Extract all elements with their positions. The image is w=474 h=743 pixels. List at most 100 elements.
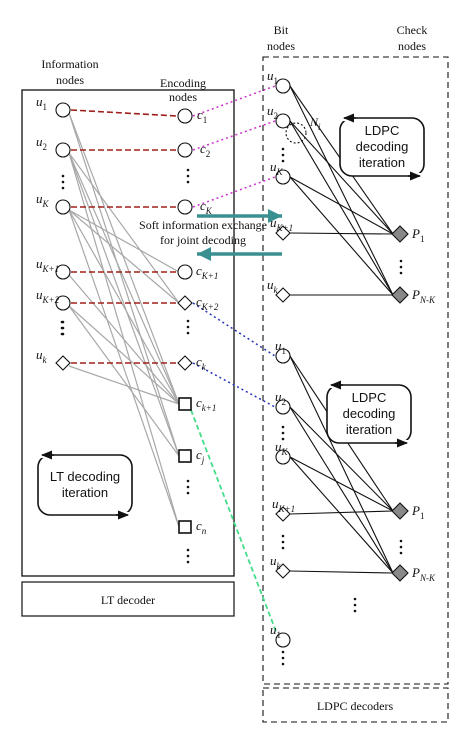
- information-node: [55, 199, 71, 215]
- nodes-layer: [55, 78, 409, 648]
- ldpc-decoders-frame: [262, 56, 449, 685]
- ellipsis-dots-0: [186, 548, 190, 552]
- encoding-node-square: [178, 449, 192, 463]
- information-node-label: uK+1: [36, 256, 59, 274]
- encoding-node: [177, 264, 193, 280]
- ldpc-top-edge: [289, 232, 394, 235]
- bit-node: [275, 563, 291, 579]
- ldpc-top-edge: [289, 85, 394, 296]
- bit-nodes-header-line2: nodes: [267, 39, 295, 53]
- ellipsis-dots-1: [186, 325, 190, 329]
- bit-nodes-header-line1: Bit: [274, 23, 289, 37]
- bit-node: [275, 632, 291, 648]
- ellipsis-dots-1: [281, 153, 285, 157]
- ldpc-bottom-iteration-line: iteration: [346, 422, 392, 437]
- encoding-node: [177, 142, 193, 158]
- bit-node-label: u1: [267, 68, 278, 86]
- extras-layer: LDPCdecodingiterationLDPCdecodingiterati…: [36, 113, 426, 666]
- ellipsis-dots-2: [186, 180, 190, 184]
- ellipsis-dots-2: [61, 186, 65, 190]
- bit-node-label: uK+1: [272, 496, 295, 514]
- exchange-arrow-right-head: [268, 209, 282, 223]
- lt-decoder-label: LT decoder: [101, 593, 155, 607]
- information-node: [55, 295, 71, 311]
- information-node-label: u1: [36, 94, 47, 112]
- bit-node: [275, 399, 291, 415]
- ellipsis-dots-1: [281, 431, 285, 435]
- lt-graph-edge: [68, 152, 180, 304]
- ldpc-bottom-edge: [289, 456, 394, 512]
- lt-decoder-label-box: [21, 581, 235, 617]
- ldpc-bottom-iteration-frame: [326, 384, 412, 444]
- check-nodes-header-line1: Check: [397, 23, 428, 37]
- ldpc-decoders-label-box: [262, 687, 449, 723]
- bit-node-label: u2: [267, 103, 278, 121]
- information-node-label: uk: [36, 347, 48, 365]
- bit-node: [275, 287, 291, 303]
- lt-graph-edge: [68, 112, 180, 405]
- encoding-node-square: [178, 520, 192, 534]
- ellipsis-dots-2: [186, 331, 190, 335]
- ni-neighborhood-ring: [285, 122, 307, 144]
- ldpc-top-edge: [289, 176, 394, 296]
- information-node: [55, 102, 71, 118]
- ldpc-bottom-edge: [289, 406, 394, 574]
- ellipsis-dots-2: [353, 609, 357, 613]
- ellipsis-dots-1: [186, 554, 190, 558]
- ellipsis-dots-1: [281, 656, 285, 660]
- bit-node-label: uK+1: [270, 215, 293, 233]
- ellipsis-dots-0: [186, 319, 190, 323]
- check-node: [391, 286, 409, 304]
- bit-node-label: u1: [275, 338, 286, 356]
- ldpc-decoders-label: LDPC decoders: [317, 699, 394, 713]
- bit-node-label: u1: [270, 622, 281, 640]
- check-nodes-header-line2: nodes: [398, 39, 426, 53]
- ellipsis-dots-0: [399, 539, 403, 543]
- ellipsis-dots-1: [281, 540, 285, 544]
- encoding-node-label: c2: [200, 141, 210, 159]
- lt-decoder-frame: [21, 89, 235, 577]
- bit-node: [275, 506, 291, 522]
- bit-node: [275, 78, 291, 94]
- encoding-node: [177, 199, 193, 215]
- ellipsis-dots-0: [60, 320, 64, 324]
- ellipsis-dots-1: [186, 485, 190, 489]
- ldpc-top-iteration-line: decoding: [356, 139, 409, 154]
- lt-iteration-frame: [37, 454, 133, 516]
- lt-iteration-line: LT decoding: [50, 469, 120, 484]
- bit-node: [275, 449, 291, 465]
- encoding-node-label: ck: [196, 354, 207, 372]
- ellipsis-dots-0: [281, 650, 285, 654]
- check-node-label: PN-K: [411, 565, 436, 583]
- lt-graph-edge: [68, 305, 180, 457]
- bit-node: [275, 169, 291, 185]
- bit-node-label: u2: [275, 389, 286, 407]
- ellipsis-dots-2: [281, 662, 285, 666]
- lt-graph-edge: [68, 365, 180, 405]
- ellipsis-dots-2: [281, 546, 285, 550]
- ellipsis-dots-0: [281, 147, 285, 151]
- ellipsis-dots-2: [60, 332, 64, 336]
- information-nodes-header-line2: nodes: [56, 73, 84, 87]
- ellipsis-dots-0: [399, 259, 403, 263]
- ldpc-bottom-edge: [289, 406, 394, 512]
- edges-layer: [68, 85, 394, 635]
- ellipsis-dots-1: [60, 326, 64, 330]
- encoding-nodes-header-line1: Encoding: [160, 76, 206, 90]
- information-node: [55, 355, 71, 371]
- bit-node: [275, 113, 291, 129]
- lt-graph-edge: [68, 209, 180, 304]
- lt-graph-edge: [68, 152, 180, 405]
- ellipsis-dots-1: [353, 603, 357, 607]
- ellipsis-dots-0: [353, 597, 357, 601]
- ellipsis-dots-0: [186, 168, 190, 172]
- ldpc-bottom-iteration-line: LDPC: [352, 390, 387, 405]
- ldpc-bottom-edge: [289, 456, 394, 574]
- bit-node-label: uK: [275, 439, 289, 457]
- encoding-node-square: [178, 397, 192, 411]
- encoding-node: [177, 108, 193, 124]
